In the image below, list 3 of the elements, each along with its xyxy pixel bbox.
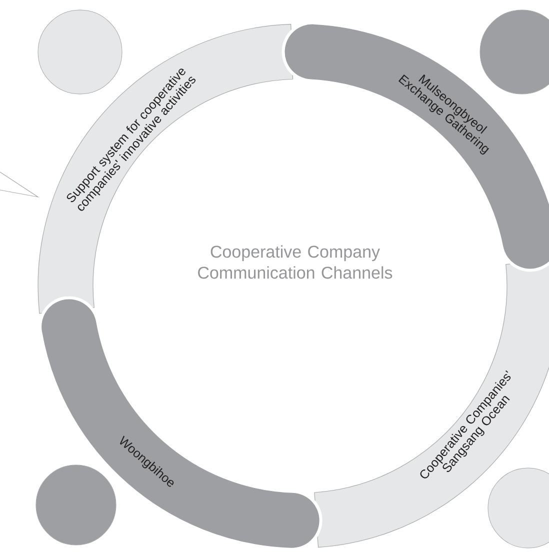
circle (38, 10, 122, 94)
circle (36, 464, 116, 546)
circle (488, 468, 549, 548)
